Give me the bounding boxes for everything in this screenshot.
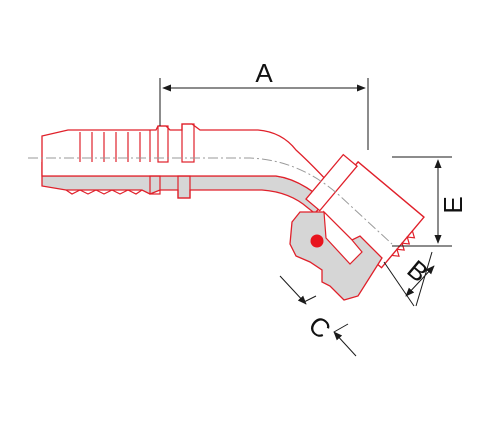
dimension-a-label: A	[255, 58, 273, 88]
dimension-b: B	[383, 251, 435, 307]
nut-ring	[305, 153, 358, 212]
centerline	[28, 157, 393, 245]
nut-thread	[391, 230, 416, 257]
dimension-e-label: E	[438, 196, 468, 213]
o-ring-marker	[310, 234, 324, 248]
seat-inner	[323, 210, 363, 265]
dimension-a: A	[159, 58, 369, 150]
tail-collar	[149, 175, 191, 199]
tail-serrations-section	[65, 189, 143, 195]
swivel-nut	[305, 153, 425, 269]
dimension-e: E	[392, 156, 468, 247]
tail-barbs	[79, 123, 195, 163]
